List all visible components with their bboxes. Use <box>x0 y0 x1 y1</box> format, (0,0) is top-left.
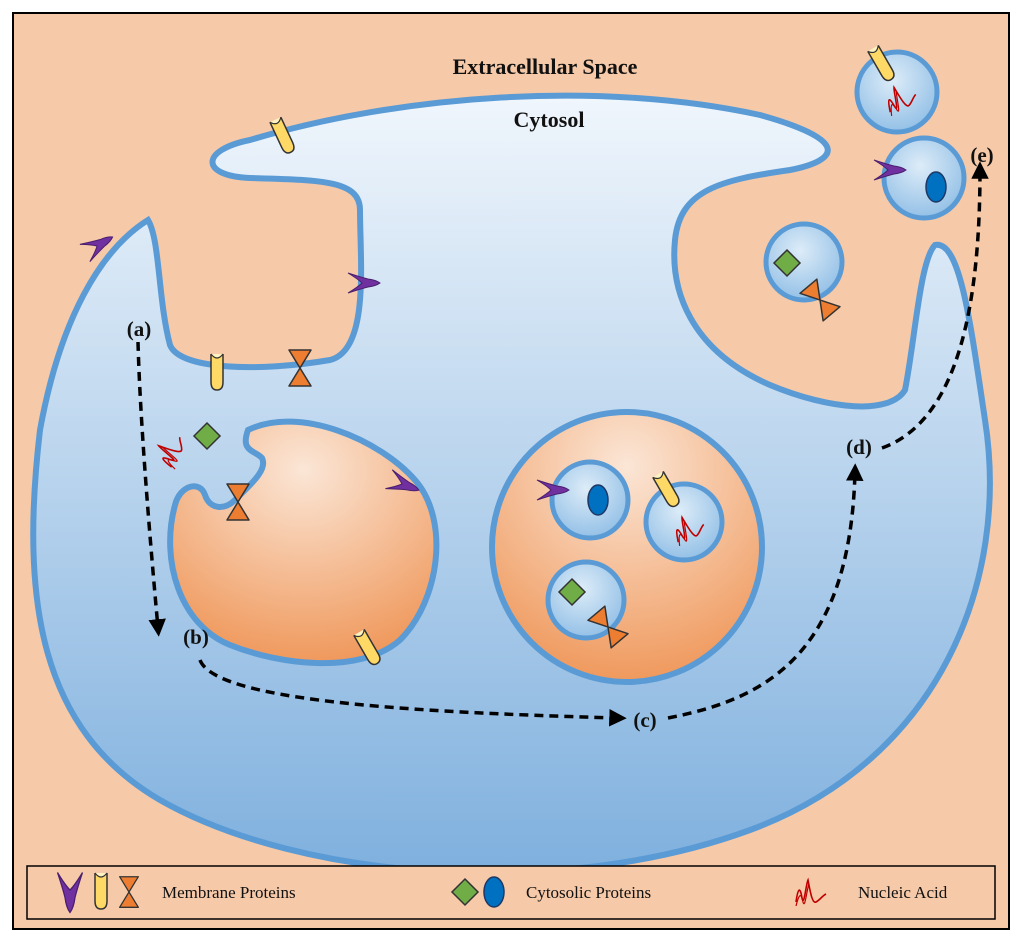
intraluminal-vesicle-3 <box>545 559 627 641</box>
membrane-protein-yellow-icon <box>210 353 224 391</box>
extracellular-space-label: Extracellular Space <box>453 54 638 79</box>
pathway-arrow-d-e <box>881 161 989 450</box>
pathway-arrow-b-c <box>198 659 627 727</box>
exosome-3 <box>763 221 845 303</box>
step-label-a: (a) <box>127 317 152 341</box>
multivesicular-body <box>489 409 765 685</box>
step-label-b: (b) <box>183 625 209 649</box>
legend-blue-protein-icon <box>483 876 505 908</box>
step-label-e: (e) <box>970 143 993 167</box>
legend-membrane-proteins: Membrane Proteins <box>162 883 296 902</box>
legend-cytosolic-proteins: Cytosolic Proteins <box>526 883 651 902</box>
step-label-d: (d) <box>846 435 872 459</box>
cytosolic-protein-blue-icon <box>587 484 609 516</box>
exosome-2 <box>881 135 967 221</box>
pathway-arrow-c-d <box>667 463 864 720</box>
legend-yellow-protein-icon <box>94 872 108 910</box>
legend-nucleic-acid: Nucleic Acid <box>858 883 948 902</box>
step-label-c: (c) <box>633 708 656 732</box>
cytosolic-protein-blue-icon <box>925 171 947 203</box>
pathway-arrow-a-b <box>136 341 166 637</box>
cytosol-label: Cytosol <box>514 107 585 132</box>
legend-box <box>26 865 996 920</box>
